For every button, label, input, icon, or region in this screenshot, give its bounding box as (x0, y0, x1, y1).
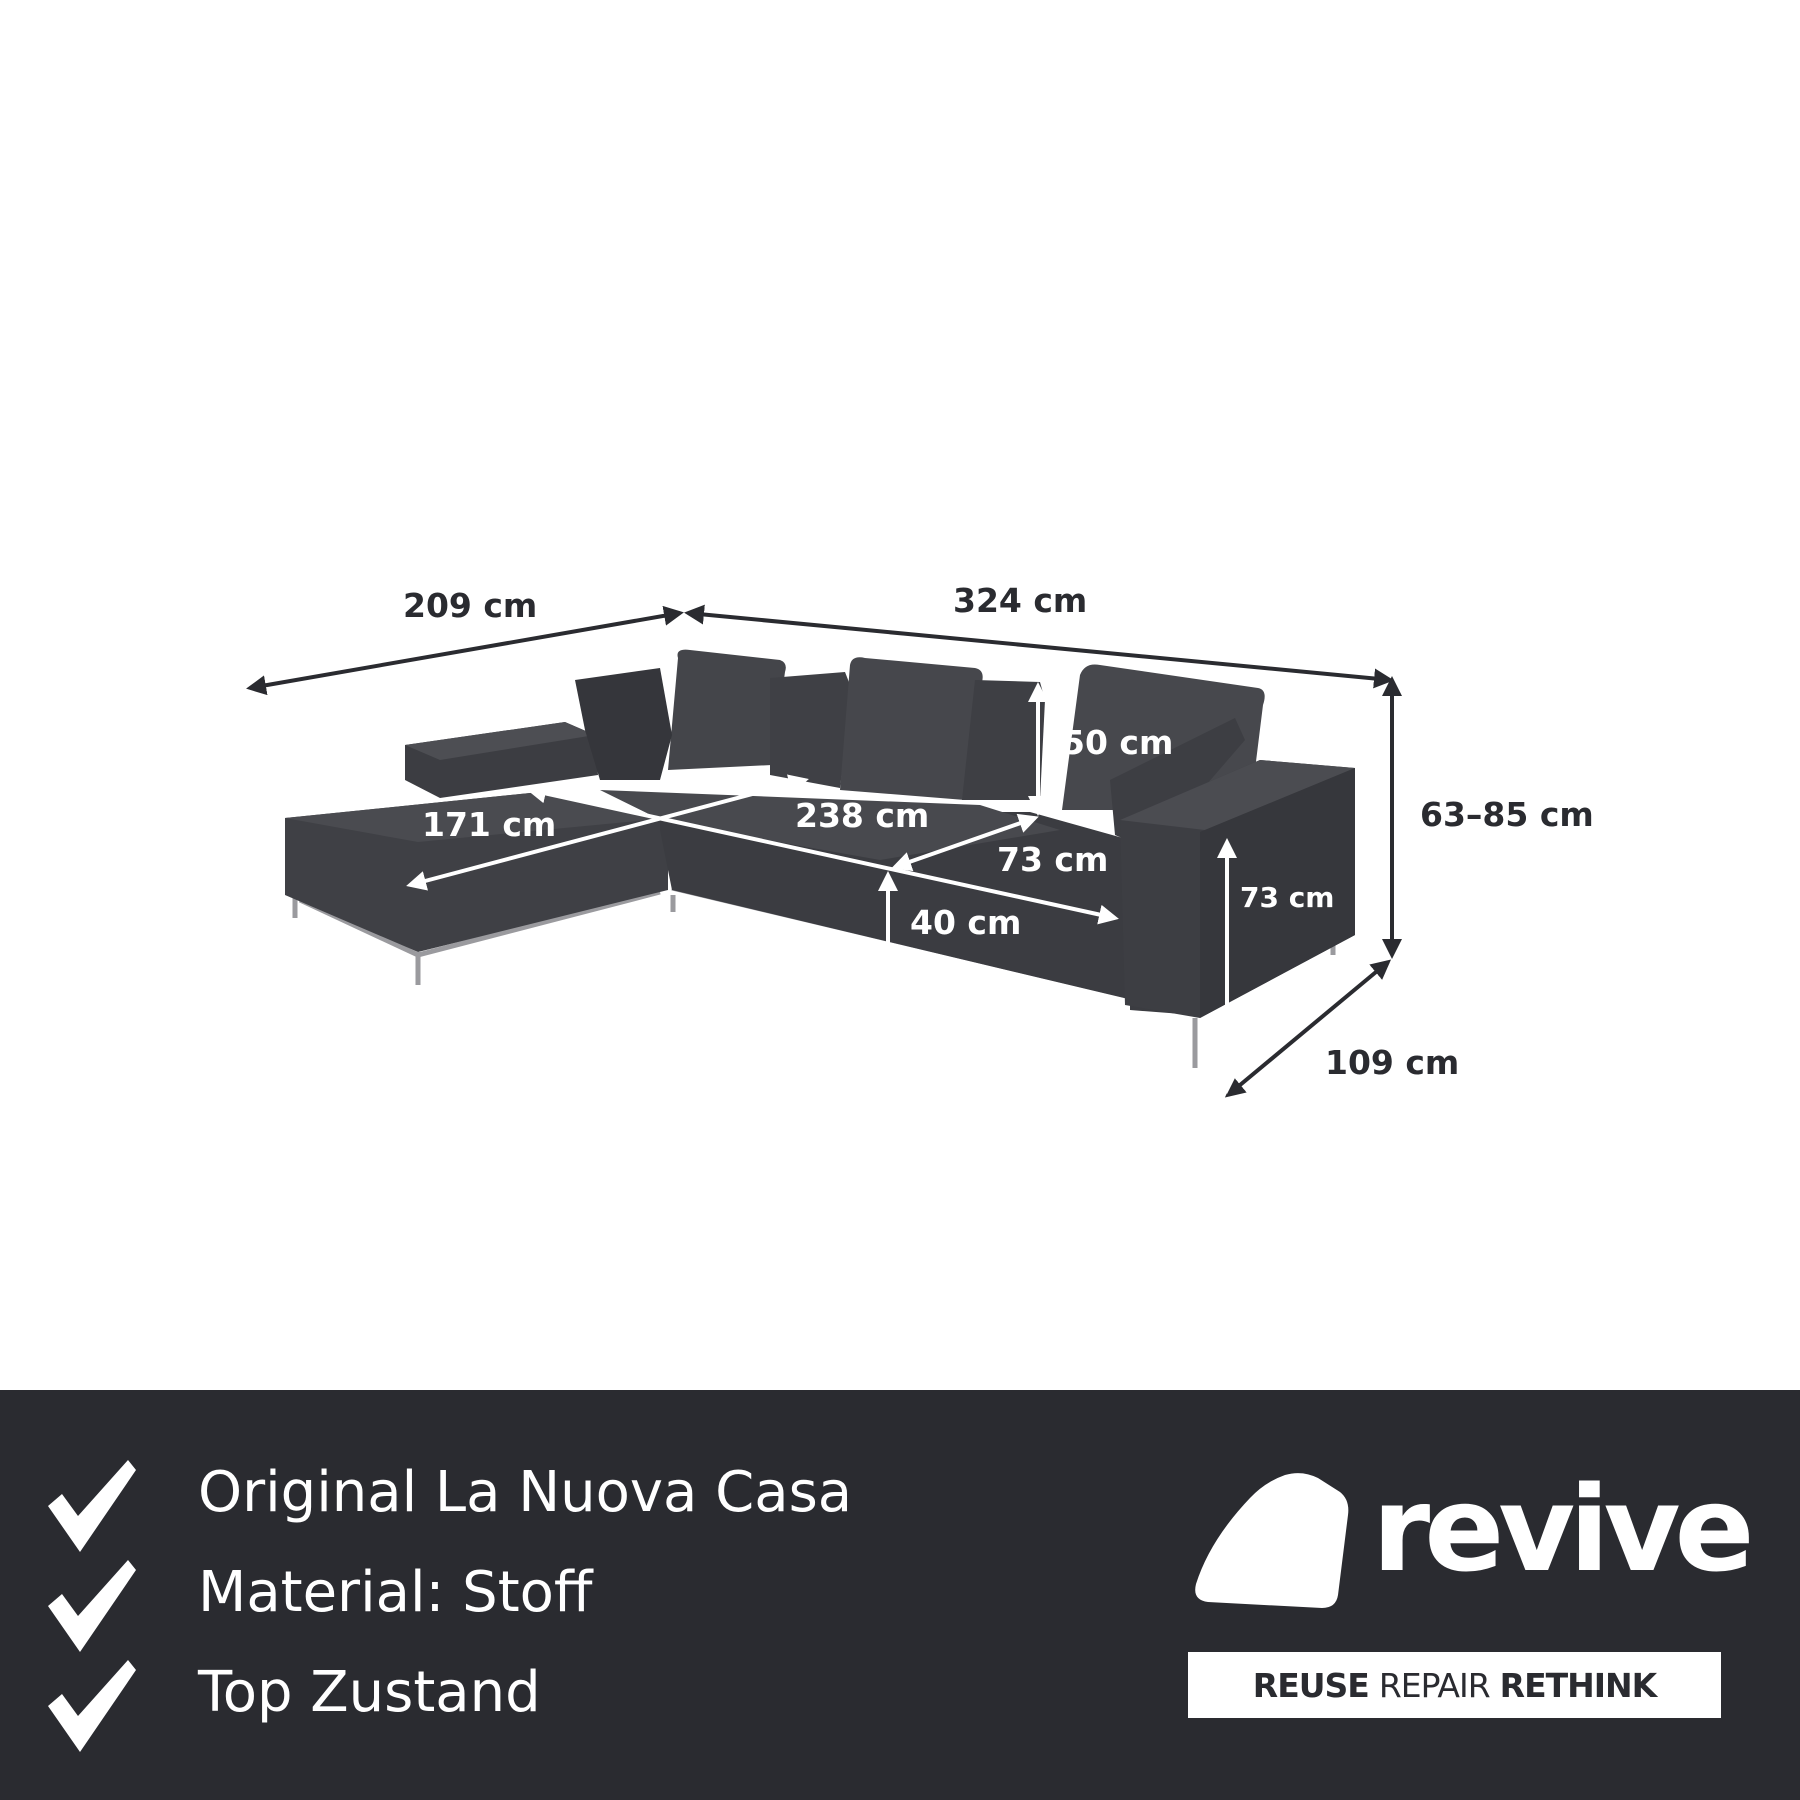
arrow-109 (1224, 959, 1392, 1098)
revive-logo-mark (1195, 1473, 1349, 1608)
feature-item: Top Zustand (40, 1654, 940, 1754)
brand-name: revive (1372, 1460, 1755, 1598)
product-info-footer: Original La Nuova Casa Material: Stoff T… (0, 1390, 1800, 1800)
inner-dimension-arrows (406, 682, 1237, 1094)
feature-item: Original La Nuova Casa (40, 1454, 940, 1554)
checkmark-icon (48, 1560, 136, 1652)
corner-sofa (285, 649, 1355, 1068)
label-backrest-height: 50 cm (1062, 723, 1173, 762)
label-armrest-height: 73 cm (1240, 881, 1335, 914)
label-seat-height: 40 cm (910, 903, 1021, 942)
tagline-rethink: RETHINK (1499, 1665, 1658, 1705)
feature-item: Material: Stoff (40, 1554, 940, 1654)
label-width-main: 324 cm (953, 581, 1087, 620)
brand-tagline: REUSE REPAIR RETHINK (1188, 1652, 1721, 1718)
feature-label: Top Zustand (198, 1660, 541, 1725)
label-width-left: 209 cm (403, 586, 537, 625)
feature-label: Material: Stoff (198, 1560, 593, 1625)
product-photo: 209 cm 324 cm 63–85 cm 109 cm 50 cm 171 … (246, 581, 1594, 1098)
arrow-324 (684, 604, 1394, 689)
label-height-total: 63–85 cm (1420, 795, 1594, 834)
tagline-repair: REPAIR (1378, 1665, 1491, 1705)
label-chaise-depth: 171 cm (422, 805, 556, 844)
outer-dimension-arrows (246, 604, 1402, 1098)
tagline-reuse: REUSE (1252, 1665, 1370, 1705)
arrow-209 (246, 605, 684, 696)
label-seat-depth: 73 cm (997, 840, 1108, 879)
label-seat-width: 238 cm (795, 796, 929, 835)
sofa-dimension-diagram: 209 cm 324 cm 63–85 cm 109 cm 50 cm 171 … (246, 581, 1594, 1098)
arrow-73-seat (891, 813, 1039, 872)
feature-label: Original La Nuova Casa (198, 1460, 853, 1525)
arrow-238 (526, 783, 1119, 925)
label-depth-total: 109 cm (1325, 1043, 1459, 1082)
checkmark-icon (48, 1660, 136, 1752)
checkmark-icon (48, 1460, 136, 1552)
